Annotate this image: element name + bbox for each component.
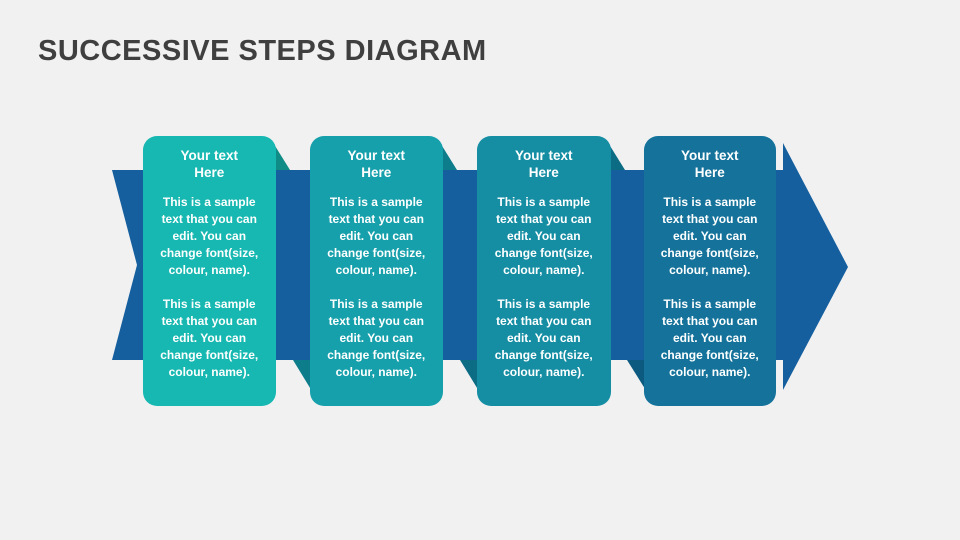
step-card-4-title: Your text Here	[680, 148, 739, 180]
step-card-2: Your text Here This is a sample text tha…	[309, 136, 443, 406]
fold-bottom-card3	[460, 360, 480, 392]
fold-top-card2	[439, 141, 457, 170]
step-card-3-title: Your text Here	[514, 148, 573, 180]
arrow-head	[783, 143, 848, 390]
step-card-1: Your text Here This is a sample text tha…	[142, 136, 276, 406]
step-card-2-paragraph-1: This is a sample text that you can edit.…	[327, 195, 426, 277]
step-card-4-paragraph-1: This is a sample text that you can edit.…	[660, 195, 759, 277]
step-card-2-paragraph-2: This is a sample text that you can edit.…	[327, 297, 426, 379]
step-card-1-paragraph-1: This is a sample text that you can edit.…	[160, 195, 259, 277]
step-card-4: Your text Here This is a sample text tha…	[644, 136, 776, 406]
fold-bottom-card2	[293, 360, 313, 392]
step-card-3-paragraph-1: This is a sample text that you can edit.…	[494, 195, 593, 277]
step-card-2-title: Your text Here	[347, 148, 405, 180]
step-card-1-paragraph-2: This is a sample text that you can edit.…	[160, 297, 259, 379]
step-card-1-title: Your text Here	[180, 148, 238, 180]
arrow-band	[112, 170, 784, 360]
step-card-3: Your text Here This is a sample text tha…	[476, 136, 611, 406]
step-card-3-paragraph-2: This is a sample text that you can edit.…	[494, 297, 593, 379]
fold-top-card1	[272, 141, 290, 170]
fold-top-card3	[607, 141, 625, 170]
fold-bottom-card4	[627, 360, 647, 392]
slide-title: SUCCESSIVE STEPS DIAGRAM	[38, 35, 487, 68]
step-card-4-paragraph-2: This is a sample text that you can edit.…	[660, 297, 759, 379]
